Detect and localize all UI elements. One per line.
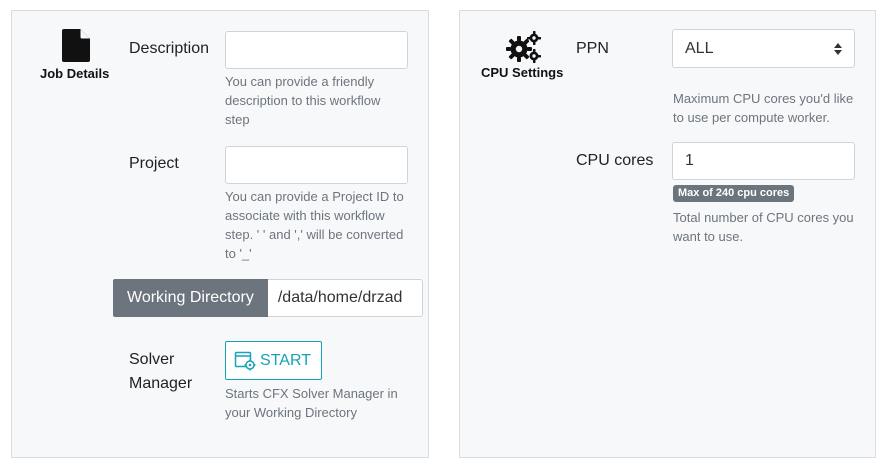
project-help: You can provide a Project ID to associat… (225, 189, 404, 261)
project-label: Project (129, 155, 179, 172)
ppn-select-value: ALL (685, 39, 714, 57)
ppn-select[interactable]: ALL (672, 29, 855, 68)
cpu-cores-max-badge: Max of 240 cpu cores (673, 185, 795, 202)
solver-manager-label: Solver Manager (129, 351, 193, 392)
ppn-help: Maximum CPU cores you'd like to use per … (673, 91, 854, 125)
file-icon (62, 29, 90, 62)
description-help: You can provide a friendly description t… (225, 74, 381, 127)
working-directory-label: Working Directory (113, 279, 268, 317)
solver-manager-help: Starts CFX Solver Manager in your Workin… (225, 386, 398, 420)
cpu-cores-input[interactable] (672, 142, 855, 180)
start-button-label: START (260, 351, 311, 369)
cpu-cores-help: Total number of CPU cores you want to us… (673, 210, 854, 244)
gears-icon (506, 31, 541, 63)
job-details-panel: Job Details Description You can provide … (11, 10, 429, 458)
description-label: Description (129, 40, 210, 57)
cpu-cores-label: CPU cores (576, 152, 654, 169)
project-input[interactable] (225, 146, 408, 184)
working-directory-group: Working Directory (113, 279, 423, 317)
cpu-settings-title: CPU Settings (481, 65, 564, 80)
working-directory-input[interactable] (267, 279, 423, 317)
description-input[interactable] (225, 31, 408, 69)
cpu-settings-panel: CPU Settings PPN ALL Maximum CPU cores y… (459, 10, 876, 458)
window-gear-icon (234, 351, 256, 370)
start-button[interactable]: START (225, 341, 322, 380)
job-details-title: Job Details (40, 66, 110, 81)
sort-caret-icon (834, 42, 842, 55)
ppn-label: PPN (576, 40, 609, 57)
